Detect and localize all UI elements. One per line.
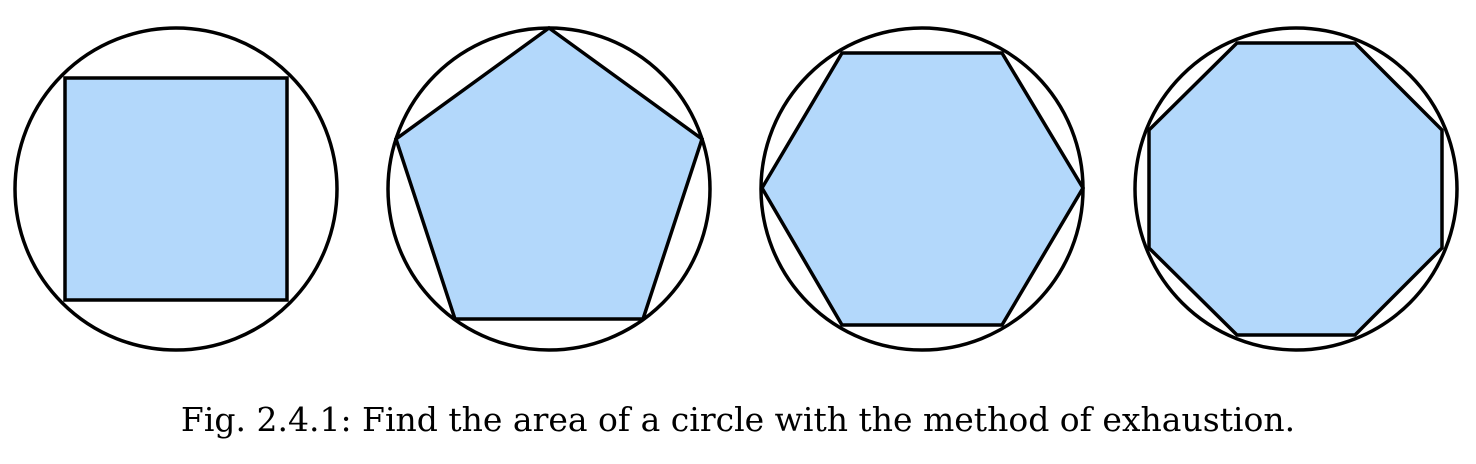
circle-3	[759, 26, 1085, 352]
circle-1	[13, 26, 339, 352]
inscribed-square	[63, 76, 289, 302]
inscribed-hexagon	[759, 51, 1086, 327]
panel-square	[13, 26, 339, 352]
panel-hexagon	[759, 26, 1086, 352]
panel-pentagon	[386, 25, 712, 352]
figure-caption: Fig. 2.4.1: Find the area of a circle wi…	[180, 400, 1296, 439]
inscribed-octagon	[1147, 41, 1444, 337]
inscribed-pentagon	[393, 25, 705, 321]
circle-4	[1133, 26, 1459, 352]
exhaustion-figure	[13, 25, 1459, 352]
circle-2	[386, 26, 712, 352]
panel-octagon	[1133, 26, 1459, 352]
